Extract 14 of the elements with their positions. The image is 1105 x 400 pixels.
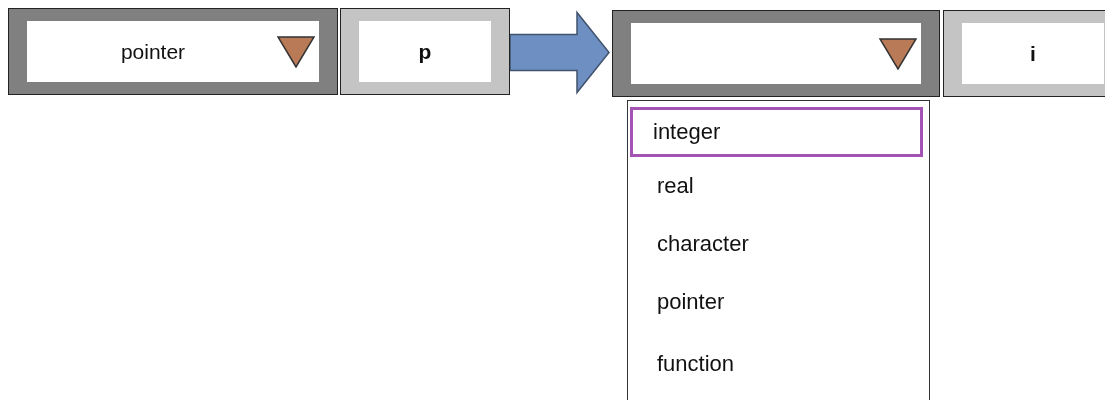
dropdown-frame	[8, 8, 338, 95]
list-option: pointer	[630, 277, 923, 327]
variable-name: p	[418, 39, 432, 64]
dropdown-frame	[612, 10, 940, 97]
variable-name: i	[1030, 41, 1036, 66]
dropdown-list	[627, 100, 930, 400]
list-option: character	[630, 219, 923, 269]
list-option: function	[630, 339, 923, 389]
highlighted-option: integer	[630, 107, 923, 157]
name-box	[943, 10, 1105, 97]
selected-value: pointer	[120, 39, 186, 64]
list-option: real	[630, 161, 923, 211]
name-box	[340, 8, 510, 95]
block-arrow	[509, 10, 610, 95]
